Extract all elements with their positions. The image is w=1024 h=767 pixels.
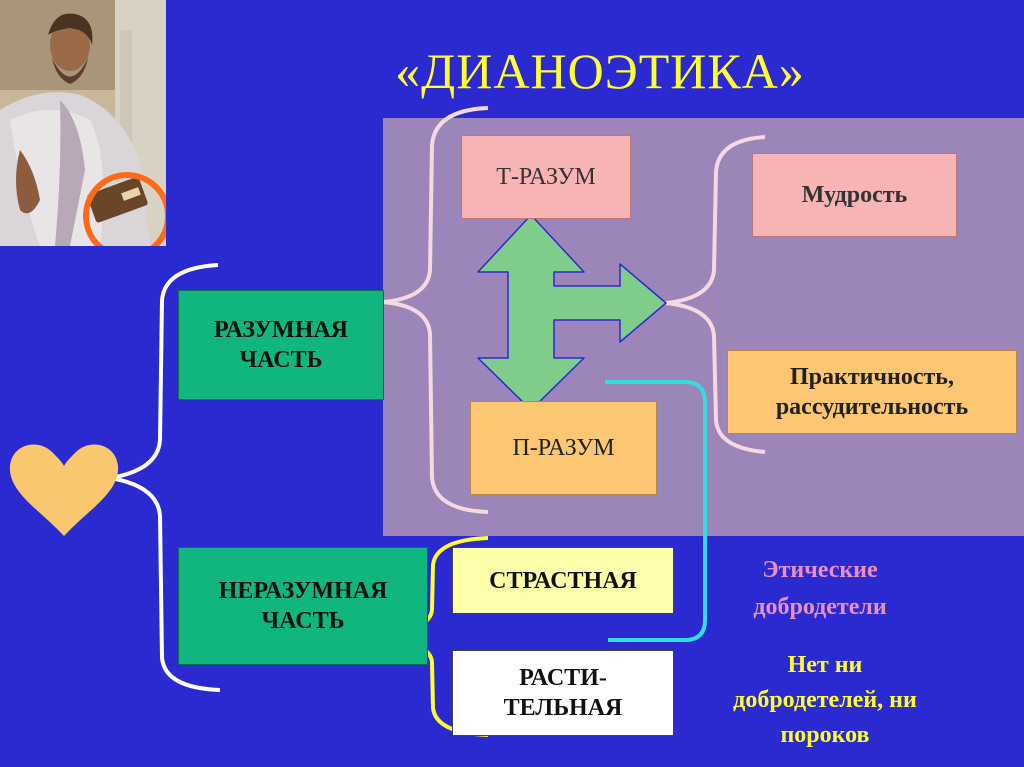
practicality-node: Практичность, рассудительность [727, 350, 1017, 434]
heart-icon [9, 444, 119, 536]
philosopher-portrait-icon [0, 0, 166, 246]
p-reason-node: П-РАЗУМ [470, 401, 657, 495]
ethical-virtues-label: Этические добродетели [753, 557, 887, 621]
irrational-part-node: НЕРАЗУМНАЯ ЧАСТЬ [178, 547, 428, 665]
page-title: «ДИАНОЭТИКА» [395, 43, 805, 99]
wisdom-node: Мудрость [752, 153, 957, 237]
green-arrow-icon [477, 214, 667, 411]
passionate-node: СТРАСТНАЯ [452, 547, 674, 614]
vegetative-node: РАСТИ-ТЕЛЬНАЯ [452, 650, 674, 736]
rational-part-node: РАЗУМНАЯ ЧАСТЬ [178, 290, 384, 400]
no-virtues-label: Нет ни добродетелей, ни пороков [733, 652, 917, 748]
cyan-connector [605, 380, 707, 642]
t-reason-node: Т-РАЗУМ [461, 135, 631, 219]
